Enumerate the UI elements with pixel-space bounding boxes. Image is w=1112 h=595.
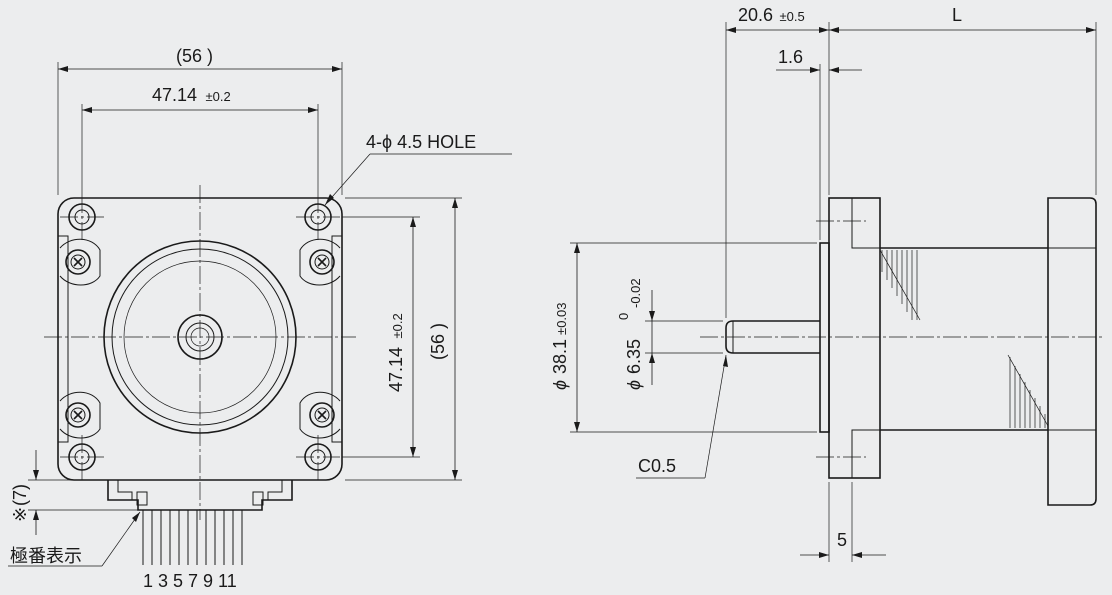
screw-icon — [309, 249, 335, 275]
dim-motor-length: L — [952, 5, 962, 25]
reference-mark: ※ — [10, 507, 30, 522]
shaft-tolerance-upper: 0 — [616, 313, 631, 320]
connector-pins — [142, 510, 243, 565]
side-view: 20.6 ±0.5 L 1.6 ϕ38.1±0.03 ϕ6.35 0 -0.02… — [550, 5, 1105, 562]
section-hatching — [879, 249, 1049, 428]
rear-cap — [1047, 197, 1097, 506]
pin-numbers: 1 3 5 7 9 11 — [143, 571, 237, 591]
dim-connector-height: (7) — [10, 484, 30, 506]
front-flange — [828, 197, 881, 479]
screw-icon — [65, 402, 91, 428]
screw-icon — [65, 249, 91, 275]
hole-note: 4-ϕ 4.5 HOLE — [366, 132, 476, 152]
dim-flange-depth: 5 — [837, 530, 847, 550]
shaft-tolerance-lower: -0.02 — [628, 278, 643, 308]
dim-pilot-diameter: ϕ38.1±0.03 — [550, 303, 570, 391]
face-notch-left — [58, 235, 69, 443]
pilot-boss — [819, 242, 830, 433]
dim-boss-thickness: 1.6 — [778, 47, 803, 67]
pin-number-label: 極番表示 — [10, 546, 82, 566]
dim-hole-pitch-horizontal: 47.14 ±0.2 — [152, 85, 231, 105]
dim-shaft-diameter: ϕ6.35 — [624, 339, 644, 390]
screw-icon — [309, 402, 335, 428]
dim-width-overall: (56 ) — [176, 46, 213, 66]
dim-height-overall: (56 ) — [428, 323, 448, 360]
connector-housing — [107, 480, 293, 511]
chamfer-note: C0.5 — [638, 456, 676, 476]
dim-shaft-length: 20.6 ±0.5 — [738, 5, 805, 25]
dim-hole-pitch-vertical: 47.14 ±0.2 — [386, 313, 406, 392]
shaft — [725, 320, 820, 354]
face-notch-right — [331, 235, 342, 443]
front-view: (56 ) 47.14 ±0.2 4-ϕ 4.5 HOLE 47.14 ±0.2… — [8, 46, 512, 591]
